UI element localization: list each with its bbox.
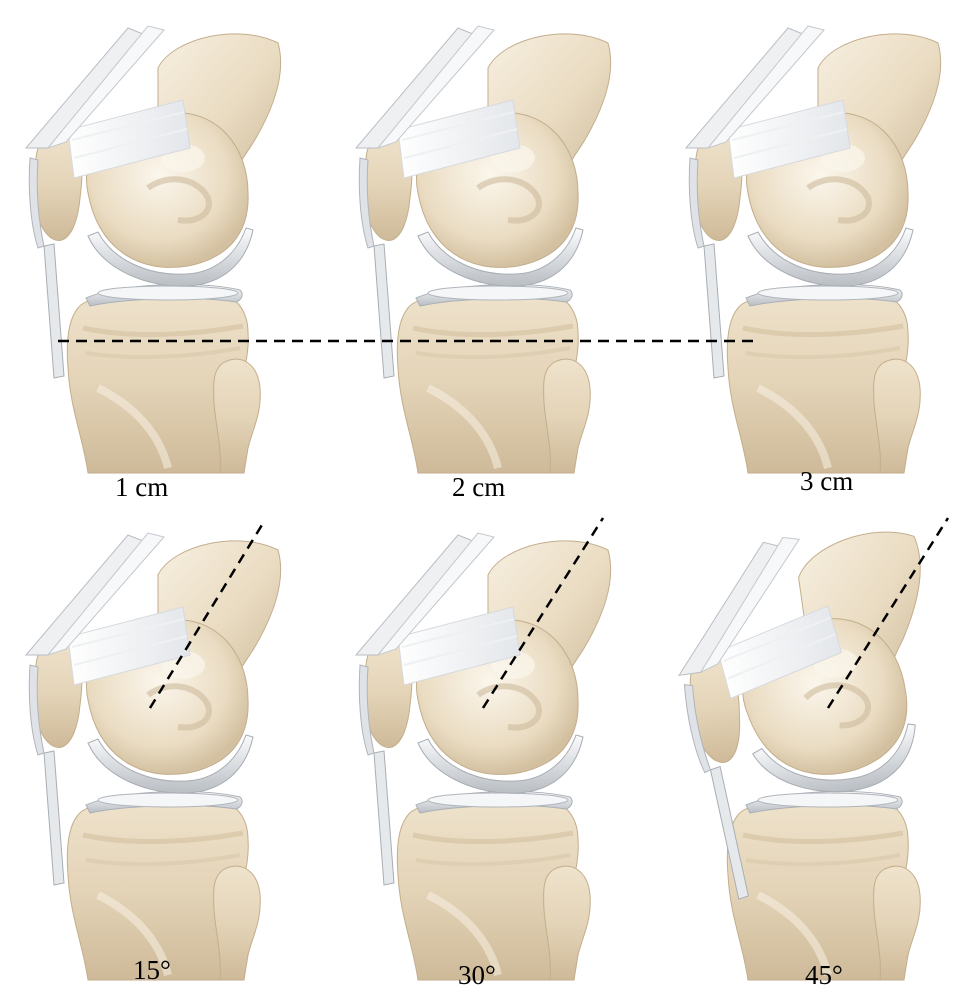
caption-3cm: 3 cm <box>800 466 853 497</box>
knee-model-panel-3cm <box>668 8 953 478</box>
caption-45deg: 45° <box>805 960 843 991</box>
knee-model-panel-1cm <box>8 8 308 478</box>
caption-30deg: 30° <box>458 960 496 991</box>
knee-model-illustration <box>338 8 638 478</box>
caption-15deg: 15° <box>133 955 171 986</box>
knee-model-panel-30deg <box>338 515 638 985</box>
caption-1cm: 1 cm <box>115 472 168 503</box>
knee-model-illustration <box>338 515 638 985</box>
knee-model-illustration <box>8 8 308 478</box>
knee-model-illustration <box>668 515 953 985</box>
caption-2cm: 2 cm <box>452 472 505 503</box>
knee-model-illustration <box>668 8 953 478</box>
knee-model-panel-45deg <box>668 515 953 985</box>
knee-model-panel-2cm <box>338 8 638 478</box>
knee-model-panel-15deg <box>8 515 308 985</box>
knee-model-illustration <box>8 515 308 985</box>
